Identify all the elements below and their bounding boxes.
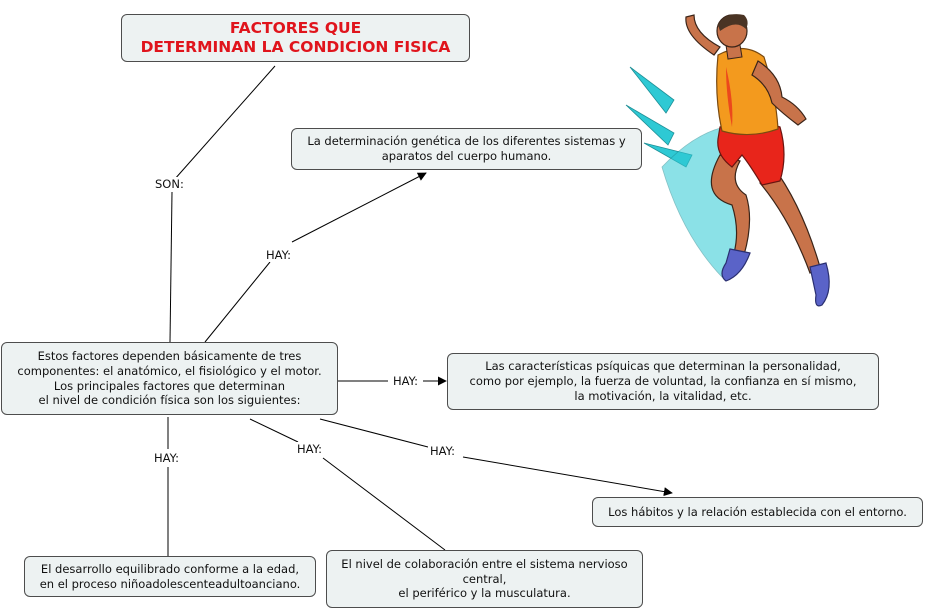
genetica-node[interactable]: La determinación genética de los diferen… bbox=[291, 128, 642, 170]
psiquicas-line: Las características psíquicas que determ… bbox=[485, 359, 841, 374]
title-line: DETERMINAN LA CONDICION FISICA bbox=[140, 38, 451, 56]
title-line: FACTORES QUE bbox=[229, 18, 362, 37]
desarrollo-line: El desarrollo equilibrado conforme a la … bbox=[40, 561, 300, 576]
runner-back-arm bbox=[685, 14, 721, 56]
central-line: Los principales factores que determinan bbox=[53, 378, 286, 393]
link-habitos-left bbox=[319, 418, 429, 448]
link-son-upper bbox=[173, 65, 276, 181]
link-habitos-right bbox=[462, 456, 673, 497]
link-colaboracion-lower bbox=[322, 457, 446, 551]
runner-hair bbox=[718, 14, 748, 31]
central-node[interactable]: Estos factores dependen básicamente de t… bbox=[1, 342, 338, 415]
link-label-hay-psiquicas: HAY: bbox=[391, 374, 420, 388]
central-line: componentes: el anatómico, el fisiológic… bbox=[17, 363, 322, 378]
runner-back-leg bbox=[759, 163, 821, 274]
runner-shirt-shade bbox=[726, 67, 733, 127]
colaboracion-line: el periférico y la musculatura. bbox=[398, 586, 571, 601]
link-colaboracion-upper bbox=[249, 418, 299, 443]
link-label-hay-desarrollo: HAY: bbox=[152, 451, 181, 465]
central-line: el nivel de condición física son los sig… bbox=[38, 393, 301, 408]
runner-clipart bbox=[625, 14, 830, 307]
link-label-hay-habitos: HAY: bbox=[428, 444, 457, 458]
runner-front-arm bbox=[751, 60, 807, 126]
desarrollo-node[interactable]: El desarrollo equilibrado conforme a la … bbox=[24, 556, 316, 597]
genetica-line: La determinación genética de los diferen… bbox=[307, 134, 626, 149]
genetica-line: aparatos del cuerpo humano. bbox=[381, 149, 552, 163]
runner-back-shoe bbox=[809, 262, 830, 307]
central-line: Estos factores dependen básicamente de t… bbox=[37, 348, 302, 363]
colaboracion-line: central, bbox=[462, 571, 507, 586]
link-label-son: SON: bbox=[153, 177, 186, 191]
habitos-node[interactable]: Los hábitos y la relación establecida co… bbox=[592, 497, 923, 527]
link-son-lower bbox=[169, 191, 173, 343]
colaboracion-node[interactable]: El nivel de colaboración entre el sistem… bbox=[326, 550, 643, 608]
psiquicas-line: como por ejemplo, la fuerza de voluntad,… bbox=[469, 374, 857, 389]
psiquicas-line: la motivación, la vitalidad, etc. bbox=[574, 388, 752, 403]
desarrollo-line: en el proceso niñoadolescenteadultoancia… bbox=[39, 576, 301, 591]
link-label-hay-genetica: HAY: bbox=[264, 248, 293, 262]
link-genetica-lower bbox=[204, 261, 271, 343]
link-label-hay-colaboracion: HAY: bbox=[295, 442, 324, 456]
psiquicas-node[interactable]: Las características psíquicas que determ… bbox=[447, 353, 879, 410]
link-genetica-upper bbox=[291, 172, 427, 243]
habitos-line: Los hábitos y la relación establecida co… bbox=[608, 504, 907, 519]
runner-front-shoe bbox=[721, 248, 751, 282]
colaboracion-line: El nivel de colaboración entre el sistem… bbox=[341, 556, 628, 571]
title-node[interactable]: FACTORES QUE DETERMINAN LA CONDICION FIS… bbox=[121, 14, 470, 62]
